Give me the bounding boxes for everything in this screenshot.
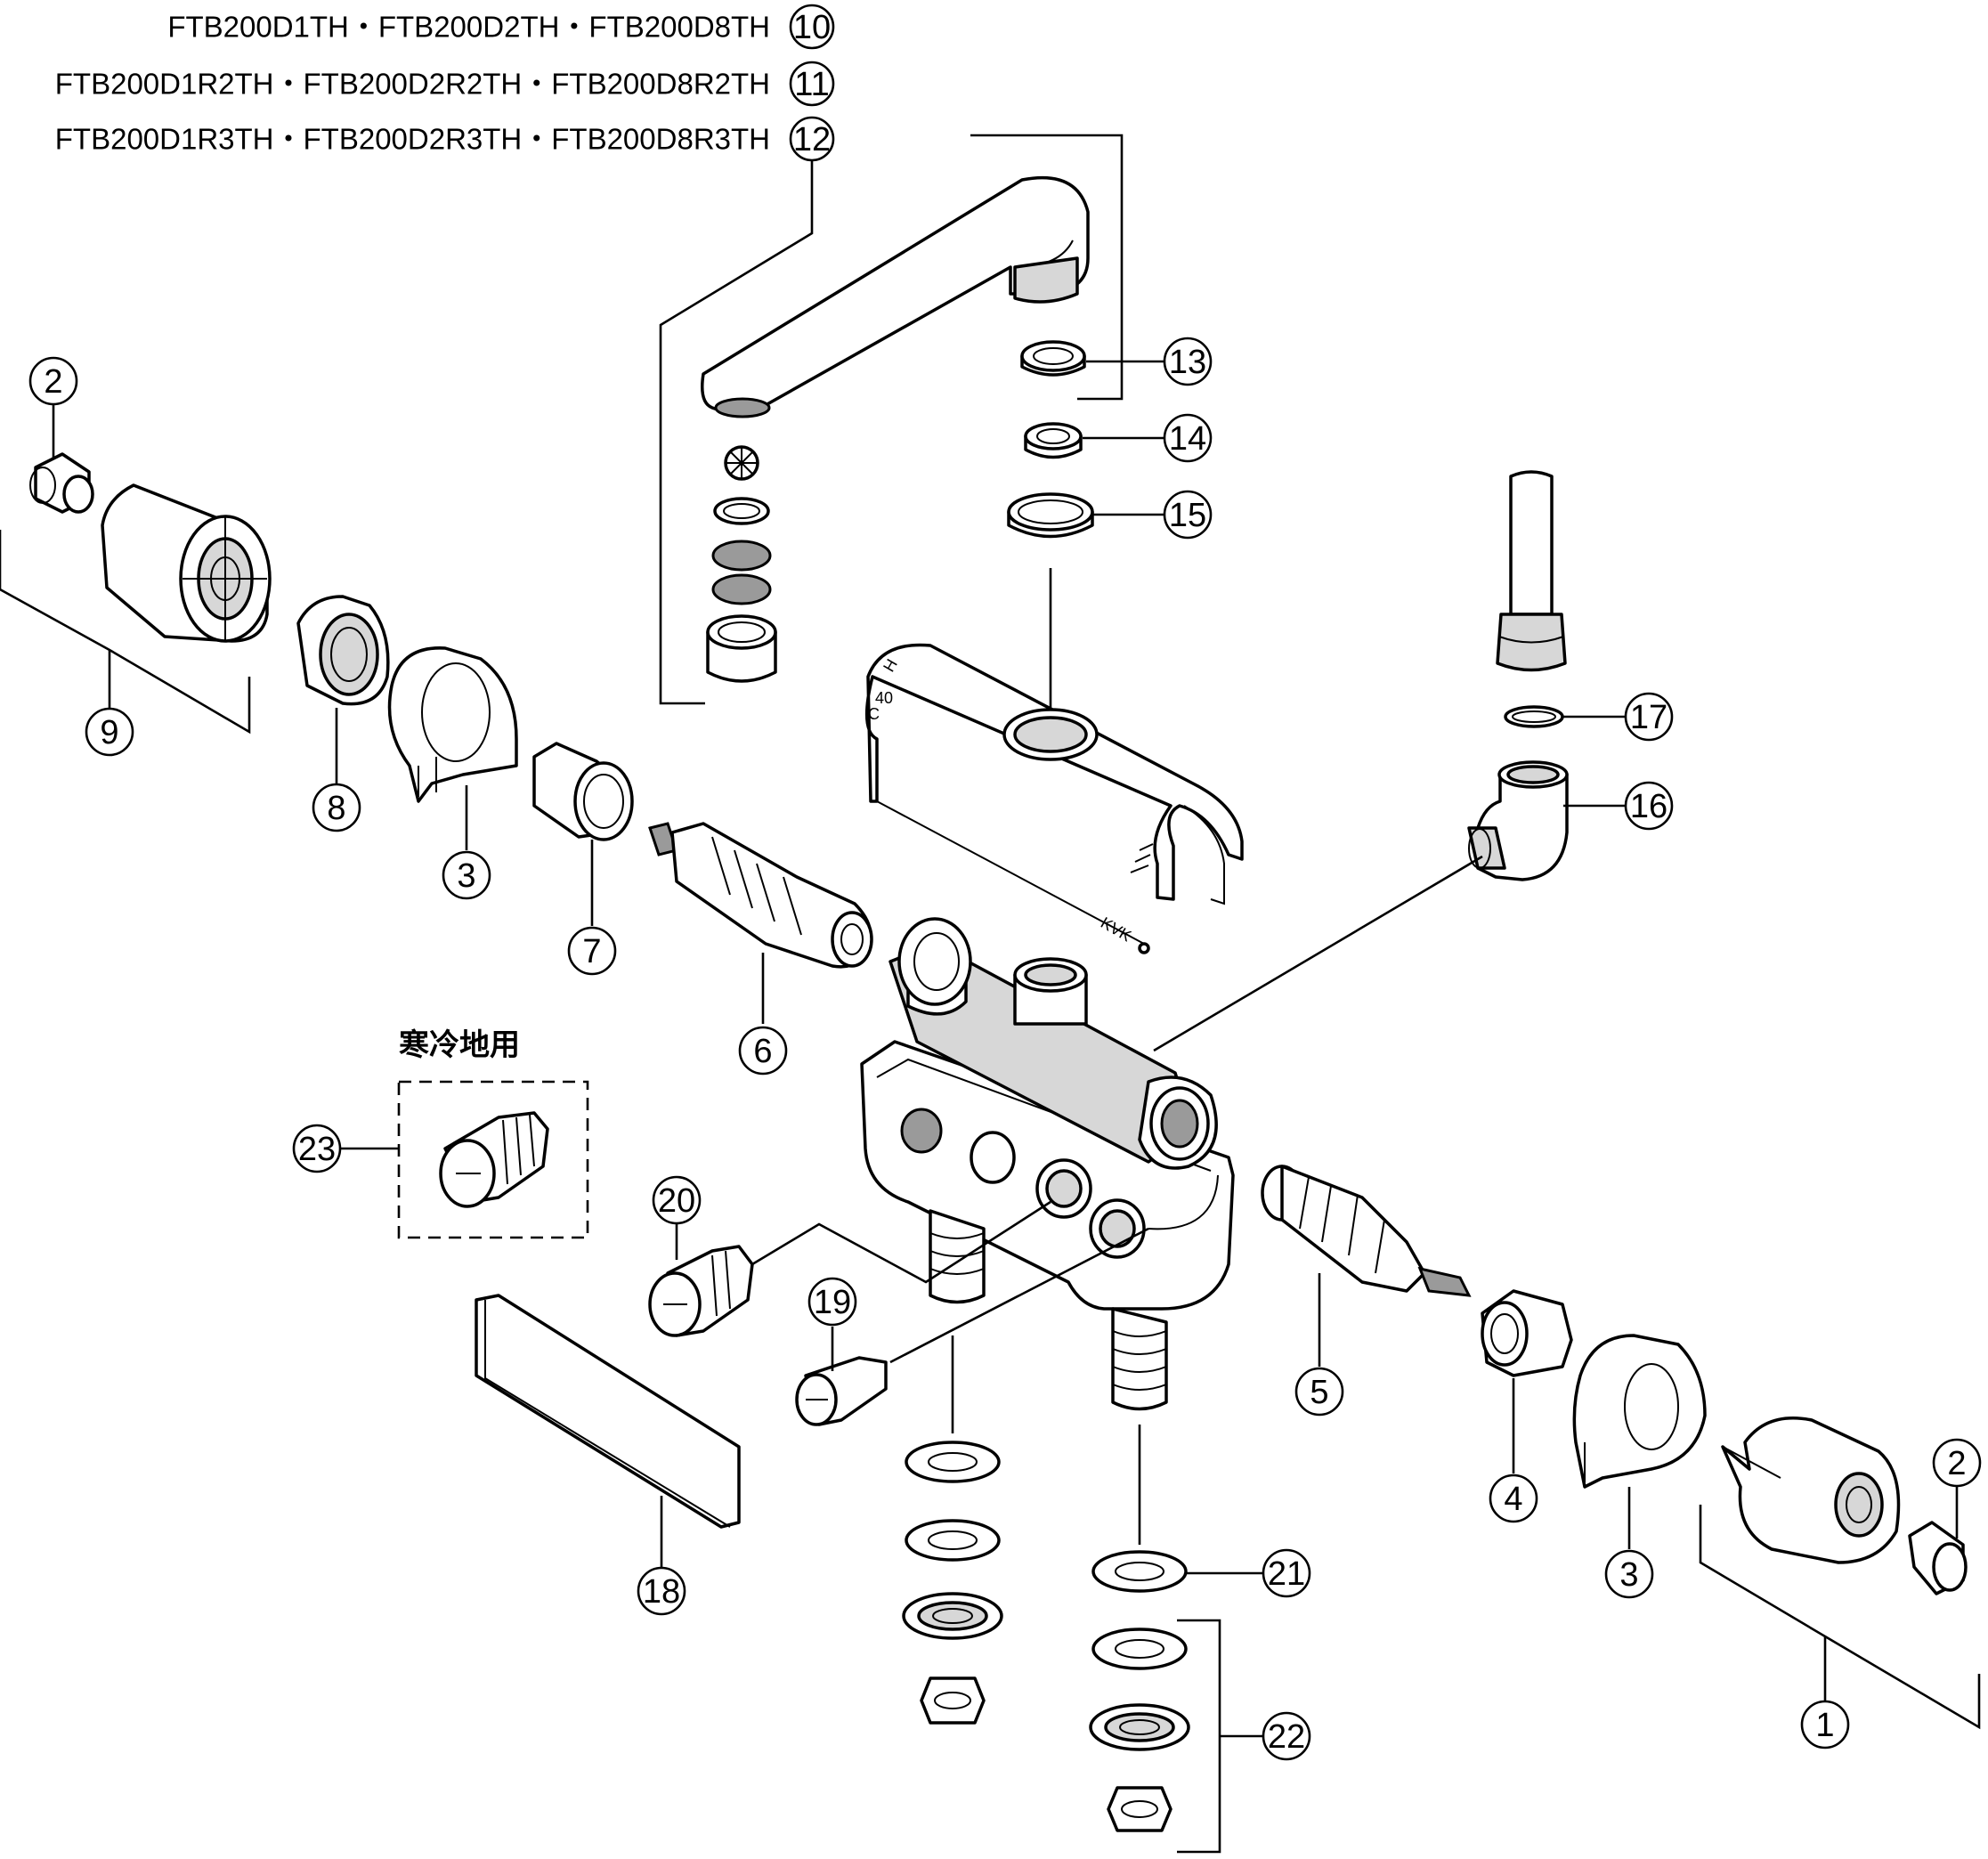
callout-20: 20 xyxy=(658,1182,695,1220)
model-line-10: FTB200D1TH・FTB200D2TH・FTB200D8TH xyxy=(167,11,770,44)
aerator-parts xyxy=(706,445,777,683)
spout-group-bracket-right xyxy=(970,134,1124,401)
washer-set-22 xyxy=(1089,1628,1190,1832)
plug-20 xyxy=(648,1245,754,1337)
cover-mark-c: C xyxy=(868,705,880,723)
callout-13: 13 xyxy=(1169,344,1206,381)
cap-2-right xyxy=(1908,1521,1968,1595)
callout-22: 22 xyxy=(1268,1718,1305,1756)
spout xyxy=(701,175,1090,418)
callout-23: 23 xyxy=(298,1131,336,1168)
oring-17 xyxy=(1504,705,1564,728)
elbow-16 xyxy=(1467,760,1569,881)
plate-18 xyxy=(475,1294,741,1529)
spout-nut-13 xyxy=(1020,340,1086,377)
callout-8: 8 xyxy=(327,790,345,827)
callout-3-right: 3 xyxy=(1619,1556,1638,1594)
callout-9: 9 xyxy=(100,714,118,751)
callout-3-left: 3 xyxy=(457,857,475,895)
model-list: FTB200D1TH・FTB200D2TH・FTB200D8TH 10 FTB2… xyxy=(55,4,835,162)
callout-7: 7 xyxy=(582,933,601,970)
left-shank-washers xyxy=(902,1441,1003,1725)
shower-mark-icon xyxy=(1130,843,1154,873)
plug-19 xyxy=(795,1356,888,1426)
cartridge-6 xyxy=(648,822,873,969)
leader-16-to-body xyxy=(1153,855,1483,1052)
callout-16: 16 xyxy=(1630,788,1667,825)
model-line-11: FTB200D1R2TH・FTB200D2R2TH・FTB200D8R2TH xyxy=(55,68,770,101)
callout-2-right: 2 xyxy=(1947,1445,1966,1482)
nut-4 xyxy=(1481,1289,1573,1377)
model-line-12: FTB200D1R3TH・FTB200D2R3TH・FTB200D8R3TH xyxy=(55,123,770,156)
valve-body xyxy=(860,917,1235,1411)
callout-14: 14 xyxy=(1169,420,1206,458)
nut-7 xyxy=(532,742,634,841)
cover-mark-40: 40 xyxy=(875,689,893,707)
callout-18: 18 xyxy=(643,1573,680,1611)
callout-19: 19 xyxy=(814,1284,851,1321)
cold-region-note: 寒冷地用 xyxy=(399,1027,520,1063)
handle-1 xyxy=(1721,1417,1901,1564)
spout-group-bracket xyxy=(659,160,814,705)
callout-6: 6 xyxy=(753,1033,772,1070)
cold-region-box xyxy=(397,1080,589,1239)
callout-5: 5 xyxy=(1310,1374,1328,1411)
escutcheon-3-right xyxy=(1572,1334,1707,1489)
plug-23 xyxy=(439,1111,549,1208)
spout-collar-15 xyxy=(1007,492,1094,539)
handle-9 xyxy=(101,483,272,643)
callout-4: 4 xyxy=(1504,1481,1522,1518)
callout-11-circle xyxy=(789,61,835,107)
washer-21 xyxy=(1091,1550,1188,1593)
leader-20-to-body xyxy=(751,1200,1051,1284)
leader-19-to-body xyxy=(889,1227,1149,1364)
spout-ring-14 xyxy=(1024,422,1083,459)
top-cover: H 40 C KVK xyxy=(864,643,1244,954)
callout-10-circle xyxy=(789,4,835,50)
callout-1: 1 xyxy=(1815,1707,1834,1744)
callout-12: 12 xyxy=(793,121,831,158)
shower-hose-stub xyxy=(1496,470,1567,672)
callout-15: 15 xyxy=(1169,497,1206,534)
callout-21: 21 xyxy=(1268,1555,1305,1593)
callout-bubbles: 2 9 8 3 7 6 13 14 15 17 16 23 20 19 18 5 xyxy=(28,337,1982,1761)
cap-2-left xyxy=(29,452,94,514)
cover-brand: KVK xyxy=(1098,913,1134,945)
callout-10: 10 xyxy=(793,9,831,46)
escutcheon-3-left xyxy=(387,646,518,803)
callout-17: 17 xyxy=(1630,699,1667,736)
cartridge-5 xyxy=(1261,1165,1472,1297)
flower-diffuser-icon xyxy=(724,445,759,481)
callout-2-left: 2 xyxy=(44,363,62,401)
knob-ring-8 xyxy=(296,595,390,706)
callout-11: 11 xyxy=(794,66,829,103)
